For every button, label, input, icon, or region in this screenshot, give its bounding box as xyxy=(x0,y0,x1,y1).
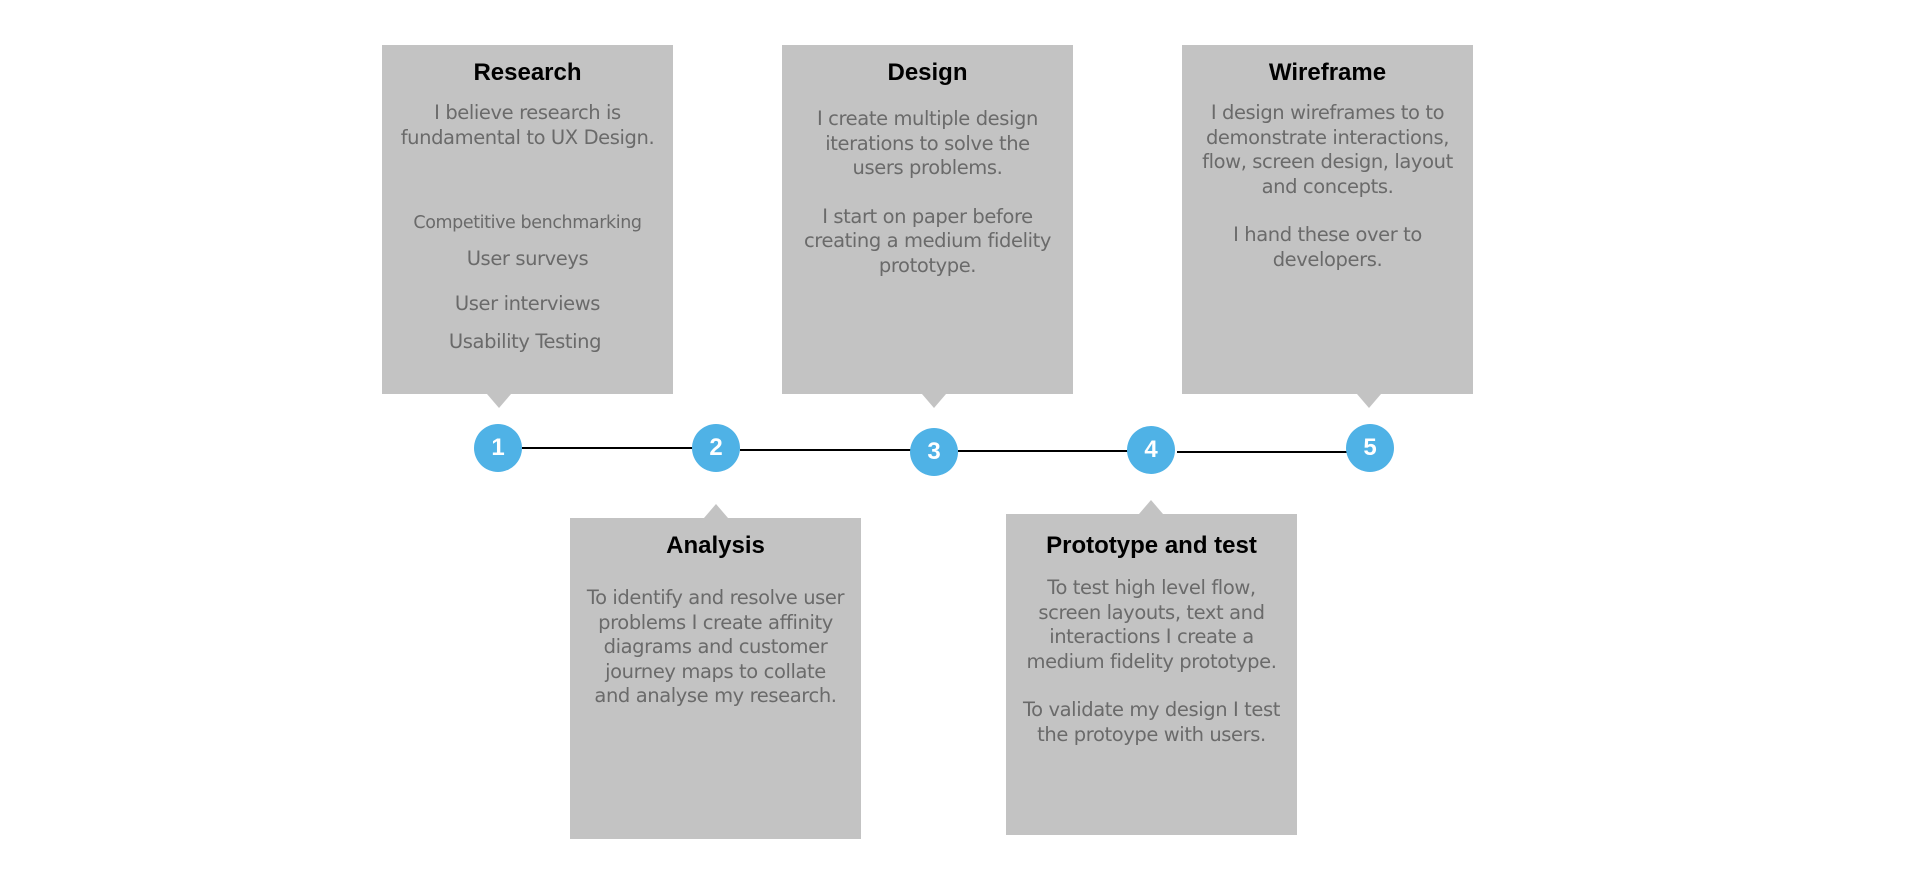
timeline-connector-3-4 xyxy=(958,450,1134,452)
step-1-marker: 1 xyxy=(474,424,522,472)
research-title: Research xyxy=(473,59,582,86)
research-card: Research I believe research is fundament… xyxy=(382,45,673,394)
wireframe-card-pointer xyxy=(1357,394,1381,408)
research-method-item: User surveys xyxy=(466,247,589,270)
step-5-marker: 5 xyxy=(1346,424,1394,472)
analysis-title: Analysis xyxy=(666,532,765,559)
timeline-connector-1-2 xyxy=(522,447,697,449)
research-card-pointer xyxy=(487,394,511,408)
analysis-body: To identify and resolve user problems I … xyxy=(586,586,845,707)
prototype-body-2: To validate my design I test the protoyp… xyxy=(1022,698,1281,746)
timeline-connector-4-5 xyxy=(1177,451,1353,453)
research-method-item: Usability Testing xyxy=(448,330,602,353)
prototype-title: Prototype and test xyxy=(1046,532,1257,559)
wireframe-body-2: I hand these over to developers. xyxy=(1233,223,1422,271)
wireframe-card: Wireframe I design wireframes to to demo… xyxy=(1182,45,1473,394)
research-method-item: User interviews xyxy=(454,292,601,315)
step-3-marker: 3 xyxy=(910,428,958,476)
design-body-2: I start on paper before creating a mediu… xyxy=(803,204,1052,277)
wireframe-title: Wireframe xyxy=(1268,59,1387,86)
step-4-marker: 4 xyxy=(1127,426,1175,474)
research-intro: I believe research is fundamental to UX … xyxy=(400,101,655,149)
prototype-card-pointer xyxy=(1139,500,1163,514)
design-card-pointer xyxy=(922,394,946,408)
wireframe-body: I design wireframes to to demonstrate in… xyxy=(1202,101,1453,198)
timeline-connector-2-3 xyxy=(740,449,915,451)
design-card: Design I create multiple design iteratio… xyxy=(782,45,1073,394)
prototype-card: Prototype and test To test high level fl… xyxy=(1006,514,1297,835)
design-title: Design xyxy=(887,59,968,86)
research-method-item: Competitive benchmarking xyxy=(413,213,642,233)
analysis-card-pointer xyxy=(704,504,728,518)
analysis-card: Analysis To identify and resolve user pr… xyxy=(570,518,861,839)
step-2-marker: 2 xyxy=(692,424,740,472)
prototype-body: To test high level flow, screen layouts,… xyxy=(1026,576,1277,673)
design-body: I create multiple design iterations to s… xyxy=(817,107,1038,179)
